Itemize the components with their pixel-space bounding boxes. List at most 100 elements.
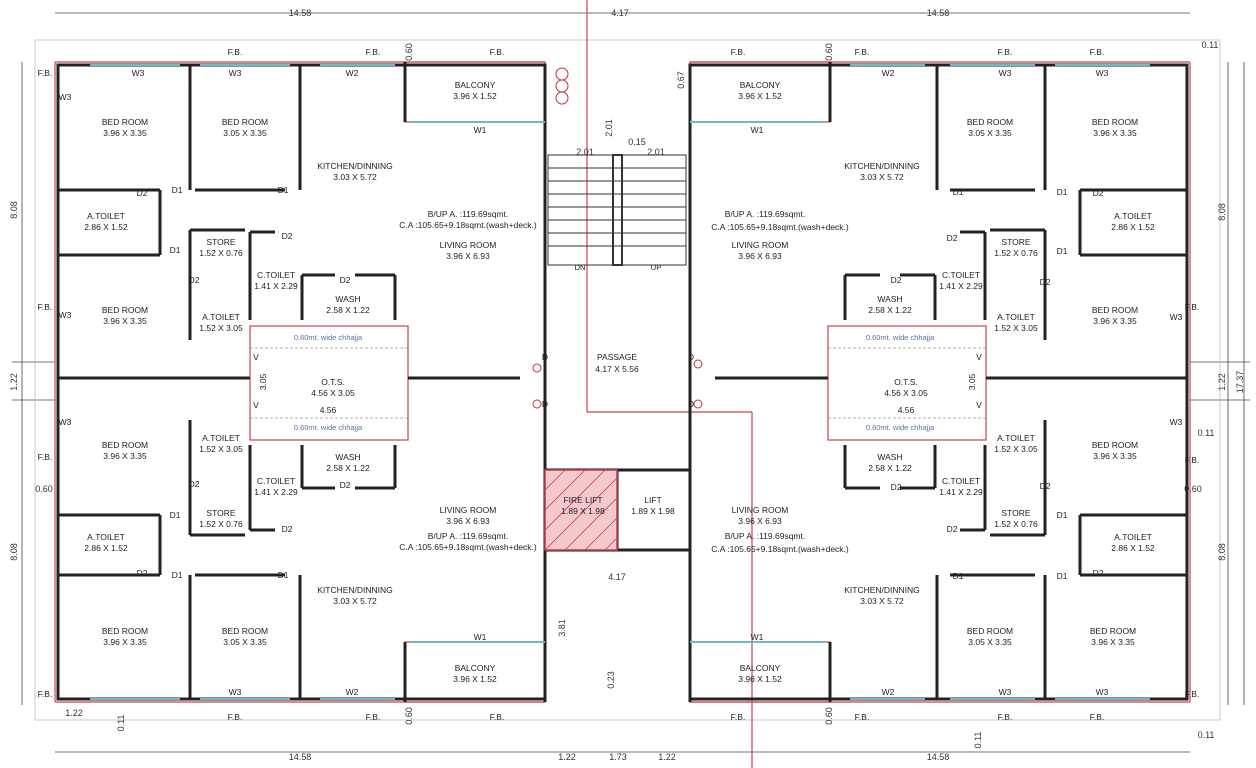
room-atoilet-lt-size: 2.86 X 1.52 bbox=[84, 222, 128, 232]
dim-offset-mr: 0.11 bbox=[1198, 428, 1215, 438]
room-ctoilet-lb: C.TOILET bbox=[257, 476, 295, 486]
room-passage-size: 4.17 X 5.56 bbox=[595, 364, 639, 374]
column-markers bbox=[532, 67, 703, 409]
d1-1: D1 bbox=[172, 185, 183, 195]
w1-4: W1 bbox=[751, 632, 764, 642]
room-atoilet2-rb-size: 1.52 X 3.05 bbox=[994, 444, 1038, 454]
d2-6: D2 bbox=[340, 480, 351, 490]
w3-6: W3 bbox=[59, 310, 72, 320]
room-bed-rb2: BED ROOM bbox=[967, 626, 1013, 636]
room-passage: PASSAGE bbox=[597, 352, 637, 362]
room-bed-rt3-size: 3.96 X 3.35 bbox=[1093, 316, 1137, 326]
room-bed-lb2: BED ROOM bbox=[222, 626, 268, 636]
dim-bottom-core-b: 1.73 bbox=[609, 752, 627, 762]
dim-lift-core-width: 4.17 bbox=[608, 572, 626, 582]
d2-7: D2 bbox=[282, 524, 293, 534]
room-bed-rb1-size: 3.96 X 3.35 bbox=[1091, 637, 1135, 647]
chhajja-lines bbox=[250, 347, 986, 419]
dim-right-mid: 1.22 bbox=[1217, 373, 1227, 391]
room-store-lt-size: 1.52 X 0.76 bbox=[199, 248, 243, 258]
d1-2: D1 bbox=[278, 185, 289, 195]
fb-12: F.B. bbox=[1185, 455, 1200, 465]
dim-left-top: 8.08 bbox=[9, 201, 19, 219]
v-3: V bbox=[976, 352, 982, 362]
w3-3: W3 bbox=[999, 68, 1012, 78]
staircase bbox=[547, 154, 687, 266]
w3-9: W3 bbox=[1170, 417, 1183, 427]
room-ctoilet-rb-size: 1.41 X 2.29 bbox=[939, 487, 983, 497]
room-living-rt: LIVING ROOM bbox=[732, 240, 789, 250]
room-bed-rb1: BED ROOM bbox=[1090, 626, 1136, 636]
room-ctoilet-lb-size: 1.41 X 2.29 bbox=[254, 487, 298, 497]
room-atoilet2-rt-size: 1.52 X 3.05 bbox=[994, 323, 1038, 333]
room-kitchen-lt-size: 3.03 X 5.72 bbox=[333, 172, 377, 182]
w2-1: W2 bbox=[346, 68, 359, 78]
room-atoilet-rb-size: 2.86 X 1.52 bbox=[1111, 543, 1155, 553]
room-atoilet2-lb-size: 1.52 X 3.05 bbox=[199, 444, 243, 454]
room-bed-lb3: BED ROOM bbox=[102, 440, 148, 450]
fb-16: F.B. bbox=[366, 712, 381, 722]
room-ctoilet-rt: C.TOILET bbox=[942, 270, 980, 280]
dim-offset-tr: 0.11 bbox=[1202, 40, 1219, 50]
v-1: V bbox=[253, 352, 259, 362]
dim-offset-br: 0.11 bbox=[1198, 730, 1215, 740]
chhajja-lt2: 0.60mt. wide chhajja bbox=[294, 423, 363, 432]
d1-5: D1 bbox=[172, 570, 183, 580]
ots-lt-width: 4.56 bbox=[320, 405, 337, 415]
room-ca-lt: C.A :105.65+9.18sqmt.(wash+deck.) bbox=[399, 220, 537, 230]
room-store-rb-size: 1.52 X 0.76 bbox=[994, 519, 1038, 529]
d2-16: D2 bbox=[1093, 568, 1104, 578]
windows bbox=[90, 64, 1150, 700]
dim-060-top-left: 0.60 bbox=[404, 43, 414, 61]
ots-rt: O.T.S. bbox=[894, 377, 918, 387]
room-atoilet2-lt-size: 1.52 X 3.05 bbox=[199, 323, 243, 333]
room-balcony-rb-size: 3.96 X 1.52 bbox=[738, 674, 782, 684]
room-atoilet2-lb: A.TOILET bbox=[202, 433, 240, 443]
ots-lt: O.T.S. bbox=[321, 377, 345, 387]
room-wash-rb-size: 2.58 X 1.22 bbox=[868, 463, 912, 473]
room-bed-lt1-size: 3.96 X 3.35 bbox=[103, 128, 147, 138]
chhajja-rt1: 0.60mt. wide chhajja bbox=[866, 333, 935, 342]
fb-14: F.B. bbox=[1185, 689, 1200, 699]
dim-left-mid: 1.22 bbox=[9, 373, 19, 391]
room-ca-lb: C.A :105.65+9.18sqmt.(wash+deck.) bbox=[399, 542, 537, 552]
room-ca-rb: C.A :105.65+9.18sqmt.(wash+deck.) bbox=[711, 544, 849, 554]
w3-11: W3 bbox=[999, 687, 1012, 697]
room-ctoilet-lt: C.TOILET bbox=[257, 270, 295, 280]
room-bed-rt1: BED ROOM bbox=[1092, 117, 1138, 127]
dim-lift-core-height: 3.81 bbox=[557, 619, 567, 637]
d1-8: D1 bbox=[1057, 187, 1068, 197]
d1-11: D1 bbox=[953, 571, 964, 581]
d2-13: D2 bbox=[891, 482, 902, 492]
room-bup-lt: B/UP A. :119.69sqmt. bbox=[428, 209, 508, 219]
w1-1: W1 bbox=[474, 125, 487, 135]
ots-lt-size: 4.56 X 3.05 bbox=[311, 388, 355, 398]
dim-stair-gap: 0.15 bbox=[628, 137, 646, 147]
room-bed-lb1: BED ROOM bbox=[102, 626, 148, 636]
room-lift-size: 1.89 X 1.98 bbox=[631, 506, 675, 516]
room-bed-lb1-size: 3.96 X 3.35 bbox=[103, 637, 147, 647]
room-store-rt-size: 1.52 X 0.76 bbox=[994, 248, 1038, 258]
d2-1: D2 bbox=[137, 188, 148, 198]
room-store-lb: STORE bbox=[206, 508, 235, 518]
dim-right-bottom: 8.08 bbox=[1217, 543, 1227, 561]
room-balcony-lt: BALCONY bbox=[455, 80, 496, 90]
room-kitchen-rt: KITCHEN/DINNING bbox=[844, 161, 920, 171]
d1-6: D1 bbox=[278, 570, 289, 580]
room-living-lb-size: 3.96 X 6.93 bbox=[446, 516, 490, 526]
d2-14: D2 bbox=[1040, 481, 1051, 491]
d2-2: D2 bbox=[282, 231, 293, 241]
room-atoilet2-lt: A.TOILET bbox=[202, 312, 240, 322]
room-bed-rt2: BED ROOM bbox=[967, 117, 1013, 127]
room-living-rt-size: 3.96 X 6.93 bbox=[738, 251, 782, 261]
room-wash-rt: WASH bbox=[877, 294, 902, 304]
room-atoilet-lb-size: 2.86 X 1.52 bbox=[84, 543, 128, 553]
room-living-rb: LIVING ROOM bbox=[732, 505, 789, 515]
room-bup-lb: B/UP A. :119.69sqmt. bbox=[428, 531, 508, 541]
dim-060-left: 0.60 bbox=[35, 484, 53, 494]
dim-top-core: 4.17 bbox=[611, 8, 629, 18]
v-4: V bbox=[976, 400, 982, 410]
w3-10: W3 bbox=[229, 687, 242, 697]
dim-067: 0.67 bbox=[676, 71, 686, 89]
